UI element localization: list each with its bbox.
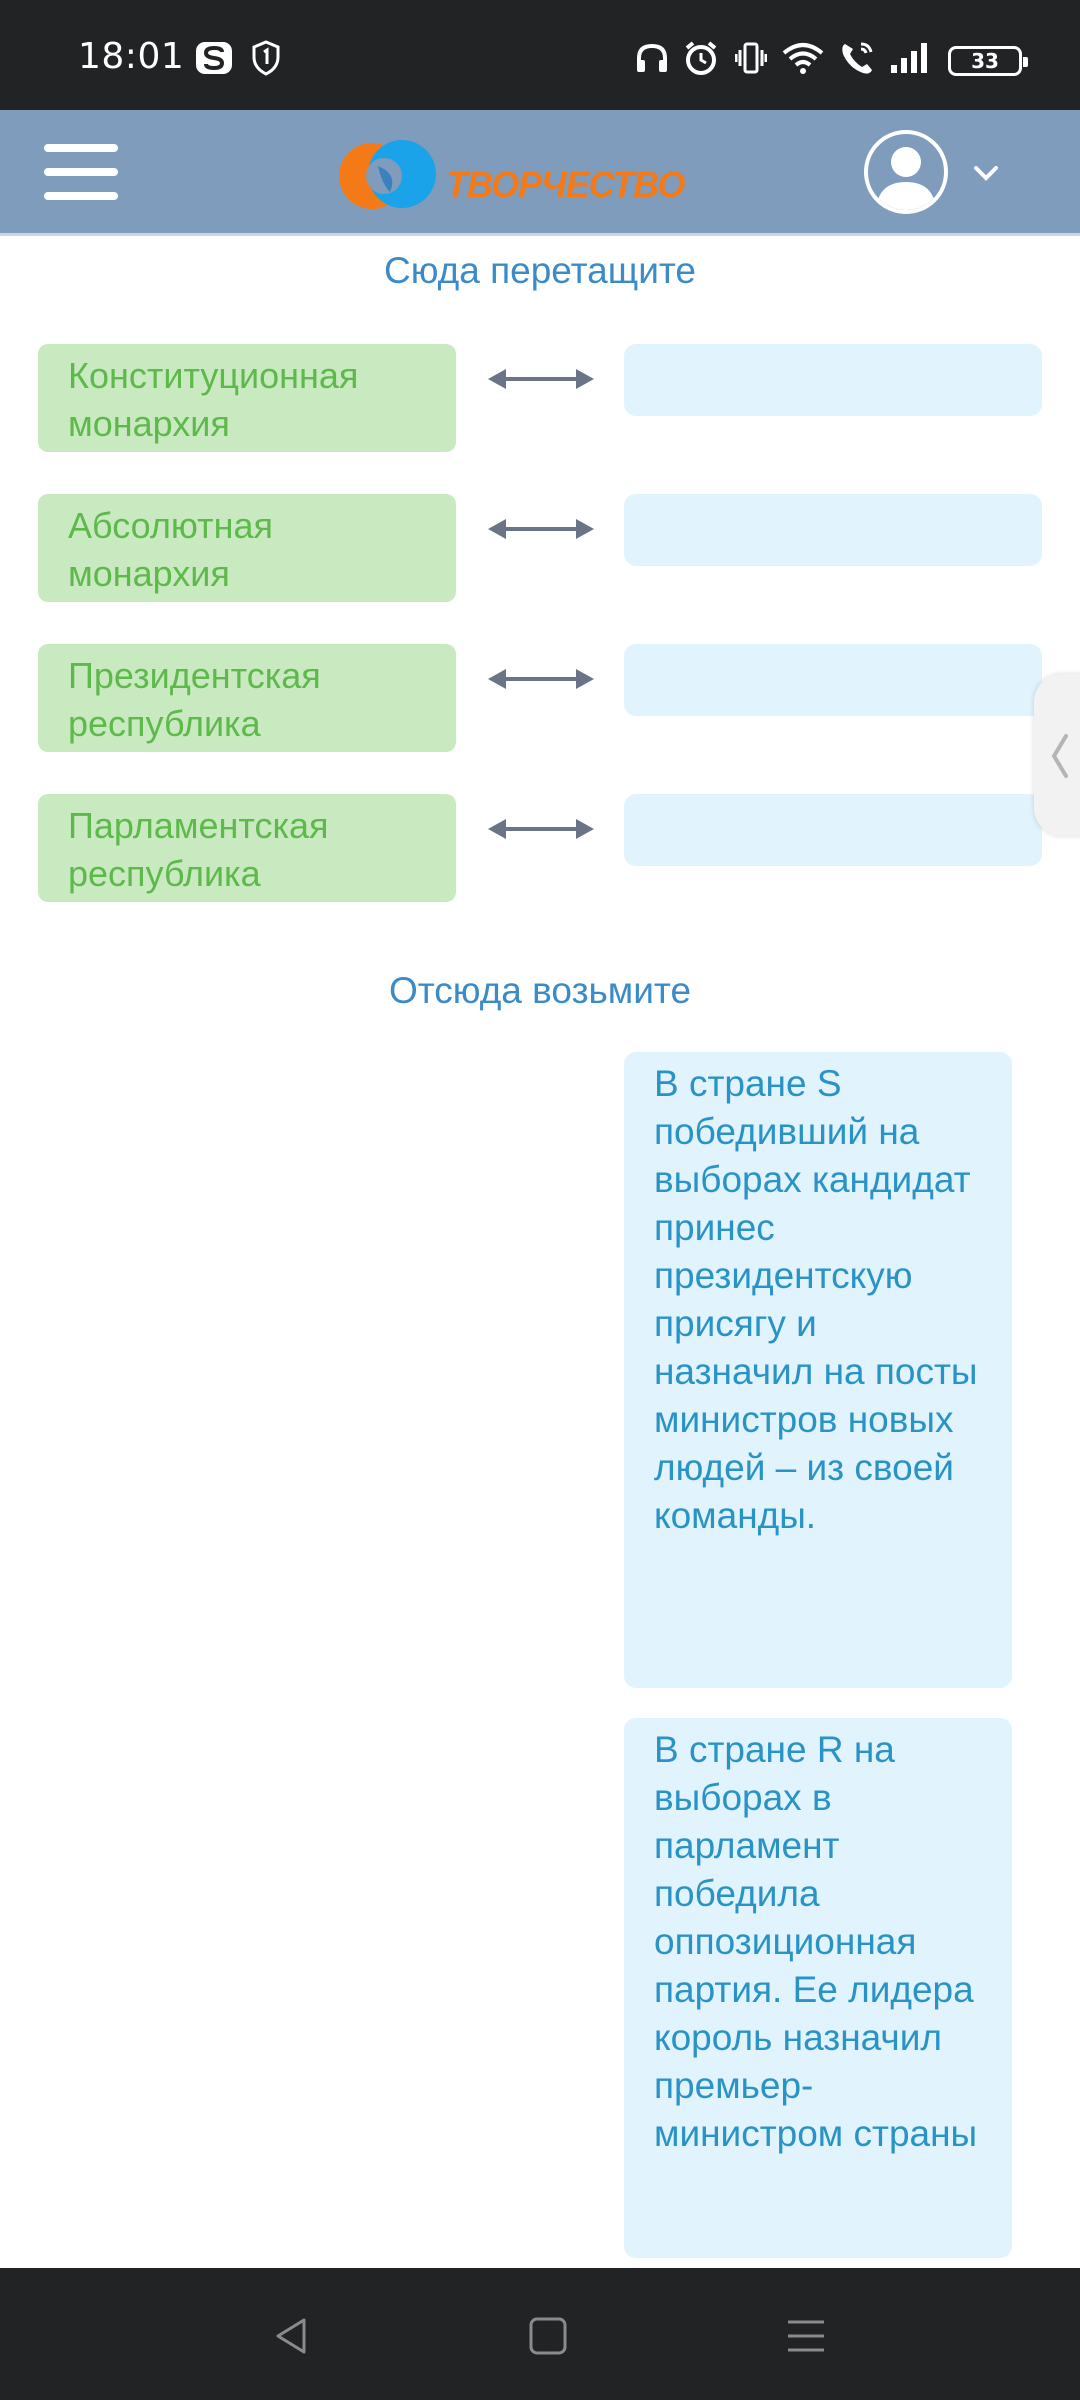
wifi-icon	[780, 40, 826, 76]
menu-lines-icon	[788, 2320, 824, 2352]
s-app-icon	[194, 40, 234, 76]
double-arrow-icon	[488, 669, 594, 689]
drop-zone-4[interactable]	[624, 794, 1042, 866]
drop-zone-2[interactable]	[624, 494, 1042, 566]
status-bar: 18:01 33	[0, 0, 1080, 110]
draggable-card-2[interactable]: В стране R на выборах в парламент победи…	[624, 1718, 1012, 2258]
signal-icon	[888, 40, 932, 76]
vibrate-icon	[734, 40, 768, 76]
nav-home-button[interactable]	[520, 2308, 576, 2364]
app-header: ТВОРЧЕСТВО	[0, 110, 1080, 236]
status-time: 18:01	[78, 36, 185, 77]
hamburger-line	[44, 168, 118, 176]
home-icon	[529, 2317, 567, 2355]
term-constitutional-monarchy: Конституционная монархия	[38, 344, 456, 452]
menu-button[interactable]	[44, 144, 118, 200]
draggable-card-1[interactable]: В стране S победивший на выборах кандида…	[624, 1052, 1012, 1688]
chevron-down-icon[interactable]	[972, 160, 1000, 186]
user-icon	[876, 147, 936, 210]
hamburger-line	[44, 144, 118, 152]
headphones-icon	[634, 40, 670, 76]
double-arrow-icon	[488, 819, 594, 839]
wifi-call-icon	[838, 40, 878, 76]
logo-text: ТВОРЧЕСТВО	[446, 164, 685, 205]
hamburger-line	[44, 192, 118, 200]
chevron-left-icon	[1051, 734, 1068, 778]
double-arrow-icon	[488, 369, 594, 389]
shield-icon	[250, 40, 282, 76]
source-section-title: Отсюда возьмите	[388, 970, 692, 1011]
side-panel-handle[interactable]	[1034, 674, 1080, 836]
system-nav-bar	[0, 2268, 1080, 2400]
avatar[interactable]	[864, 130, 948, 214]
alarm-icon	[682, 40, 720, 76]
battery-level: 33	[971, 49, 999, 73]
term-presidential-republic: Президентская республика	[38, 644, 456, 752]
back-icon	[276, 2318, 306, 2354]
term-parliamentary-republic: Парламентская республика	[38, 794, 456, 902]
double-arrow-icon	[488, 519, 594, 539]
nav-back-button[interactable]	[264, 2308, 320, 2364]
drop-zone-1[interactable]	[624, 344, 1042, 416]
nav-recents-button[interactable]	[778, 2308, 834, 2364]
logo-mark-icon	[339, 140, 436, 209]
term-absolute-monarchy: Абсолютная монархия	[38, 494, 456, 602]
battery-icon: 33	[948, 46, 1028, 76]
drop-section-title: Сюда перетащите	[384, 250, 696, 291]
drop-zone-3[interactable]	[624, 644, 1042, 716]
site-logo[interactable]: ТВОРЧЕСТВО	[338, 138, 688, 214]
